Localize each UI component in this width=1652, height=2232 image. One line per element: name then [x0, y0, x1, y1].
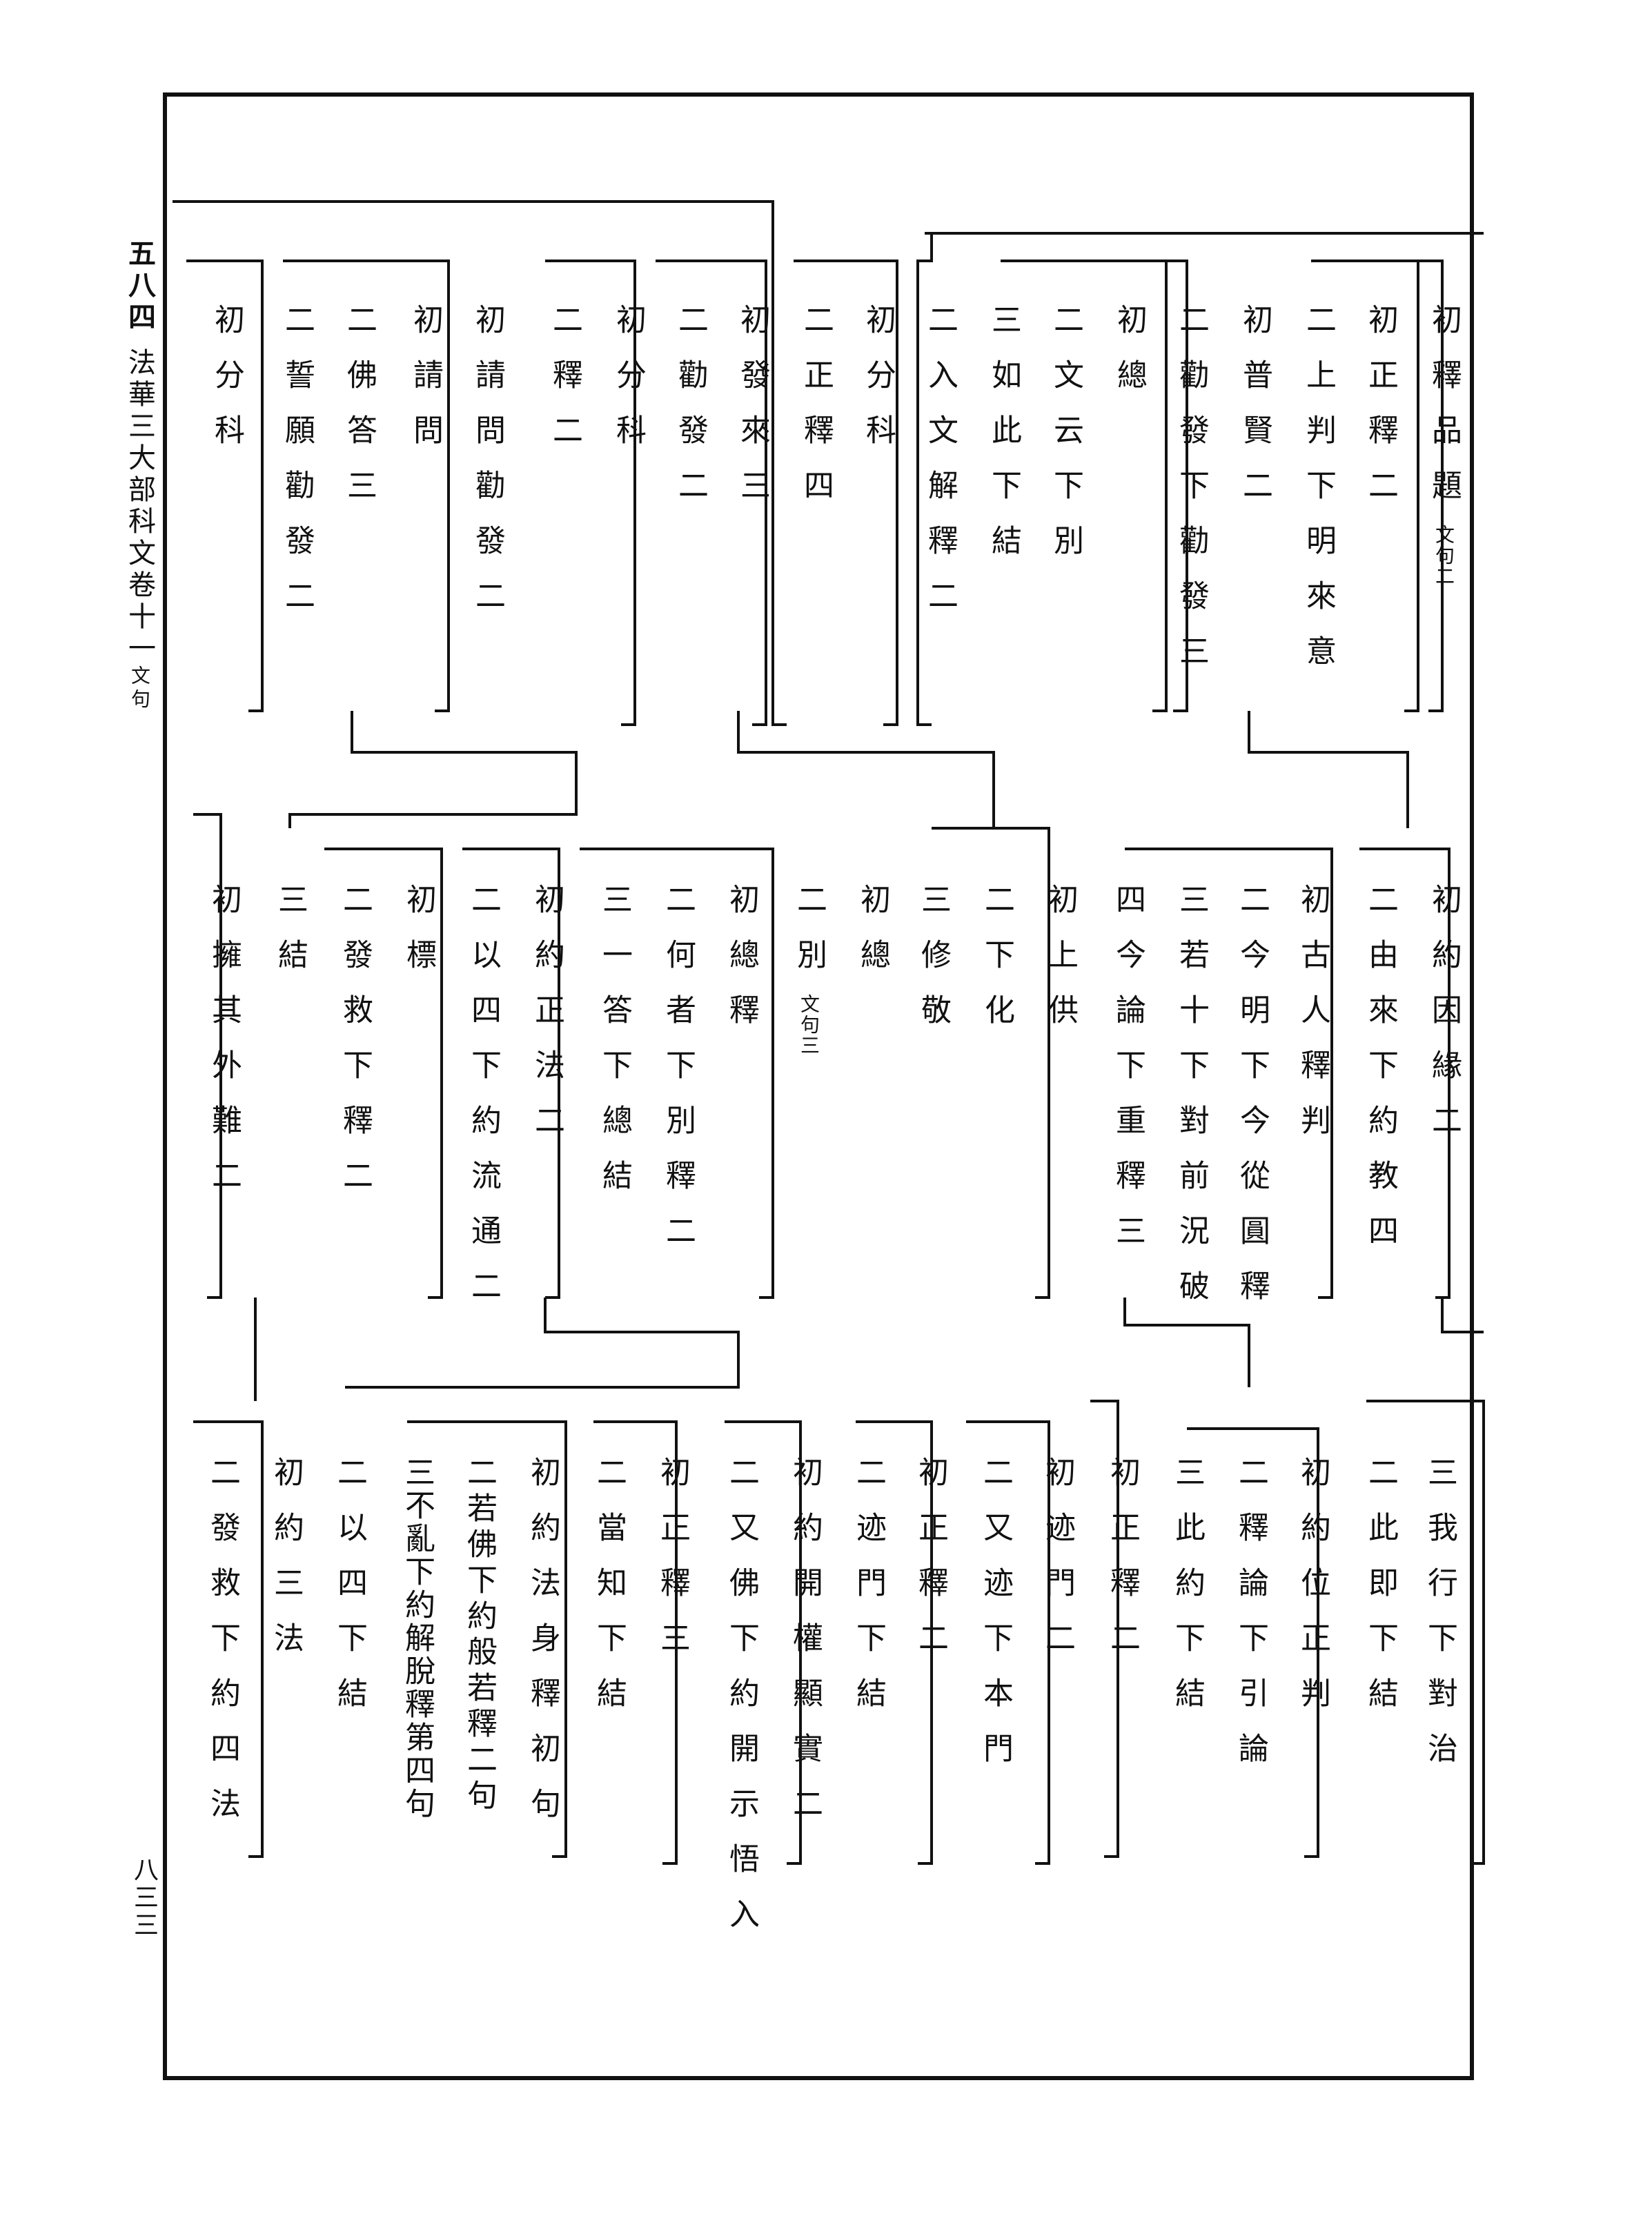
outline-entry: 二別文句三 [791, 883, 827, 1056]
outline-entry: 二釋二 [547, 304, 582, 469]
running-title-small: 文句 [128, 665, 151, 712]
outline-entry: 二勸發下勸發三 [1174, 304, 1209, 690]
outline-entry: 初約開權顯實二 [787, 1456, 823, 1843]
outline-entry: 二釋論下引論 [1233, 1456, 1268, 1788]
outline-entry: 初普賢二 [1237, 304, 1272, 525]
page-label: 五八四 [124, 239, 156, 334]
outline-entry: 初擁其外難二 [206, 883, 242, 1215]
outline-entry: 二佛答三 [342, 304, 377, 525]
outline-entry: 二何者下別釋二 [660, 883, 696, 1270]
outline-entry: 二由來下約教四 [1363, 883, 1398, 1270]
outline-entry: 初正釋二 [913, 1456, 948, 1677]
outline-entry: 初總 [855, 883, 890, 994]
outline-entry: 二勸發二 [673, 304, 708, 525]
outline-entry: 二今明下今從圓釋 [1235, 883, 1270, 1325]
outline-entry: 初約位正判 [1295, 1456, 1330, 1732]
running-title: 法華三大部科文卷十一文句 [124, 348, 155, 712]
outline-entry: 初發來三 [735, 304, 770, 525]
outline-entry: 初約正法二 [529, 883, 564, 1159]
outline-entry: 初約三法 [268, 1456, 304, 1677]
outline-entry: 二以四下約流通二 [466, 883, 501, 1325]
outline-entry: 初標 [401, 883, 436, 994]
outline-entry: 二上判下明來意 [1301, 304, 1336, 690]
outline-entry: 二又佛下約開示悟入 [724, 1456, 759, 1953]
outline-entry: 三此約下結 [1170, 1456, 1205, 1732]
outline-entry: 初分科 [611, 304, 646, 469]
outline-entry: 二以四下結 [332, 1456, 367, 1732]
outline-entry: 二迹門下結 [851, 1456, 886, 1732]
outline-entry: 二若佛下約般若釋二句 [462, 1456, 497, 1815]
outline-entry: 初分科 [861, 304, 896, 469]
outline-entry: 初分科 [209, 304, 244, 469]
outline-entry: 二又迹下本門 [978, 1456, 1013, 1788]
outline-entry: 初正釋二 [1105, 1456, 1140, 1677]
page-frame [163, 92, 1474, 2080]
outline-entry: 初總釋 [724, 883, 759, 1049]
outline-entry: 四今論下重釋三 [1110, 883, 1145, 1270]
outline-entry: 二當知下結 [591, 1456, 627, 1732]
outline-entry: 二發救下約四法 [205, 1456, 240, 1843]
outline-entry: 初總 [1112, 304, 1147, 414]
outline-entry: 二下化 [979, 883, 1014, 1049]
outline-entry: 三我行下對治 [1422, 1456, 1457, 1788]
folio-number: 八三三 [130, 1857, 158, 1939]
outline-entry: 初請問勸發二 [470, 304, 505, 635]
outline-entry: 初上供 [1043, 883, 1078, 1049]
outline-entry: 初正釋三 [655, 1456, 690, 1677]
outline-entry: 二發救下釋二 [337, 883, 373, 1215]
outline-entry: 二入文解釋二 [923, 304, 958, 635]
outline-entry: 二文云下別 [1048, 304, 1083, 580]
outline-entry: 初古人釋判 [1295, 883, 1330, 1159]
outline-entry: 三不亂下約解脫釋第四句 [400, 1456, 435, 1821]
outline-entry: 三若十下對前況破 [1174, 883, 1209, 1325]
outline-entry: 初約法身釋初句 [525, 1456, 560, 1843]
running-title-text: 法華三大部科文卷十一 [124, 348, 155, 665]
outline-entry: 三結 [273, 883, 308, 994]
outline-entry: 初釋品題文句二 [1426, 304, 1462, 587]
outline-entry: 三如此下結 [986, 304, 1021, 580]
outline-entry: 初正釋二 [1363, 304, 1398, 525]
outline-entry: 二誓願勸發二 [279, 304, 315, 635]
outline-entry: 二此即下結 [1363, 1456, 1398, 1732]
outline-entry: 初迹門二 [1040, 1456, 1075, 1677]
outline-entry: 初請問 [408, 304, 443, 469]
outline-entry: 三一答下總結 [597, 883, 632, 1215]
outline-entry: 三修敬 [916, 883, 951, 1049]
outline-entry: 初約因緣二 [1426, 883, 1462, 1159]
outline-entry: 二正釋四 [798, 304, 834, 525]
